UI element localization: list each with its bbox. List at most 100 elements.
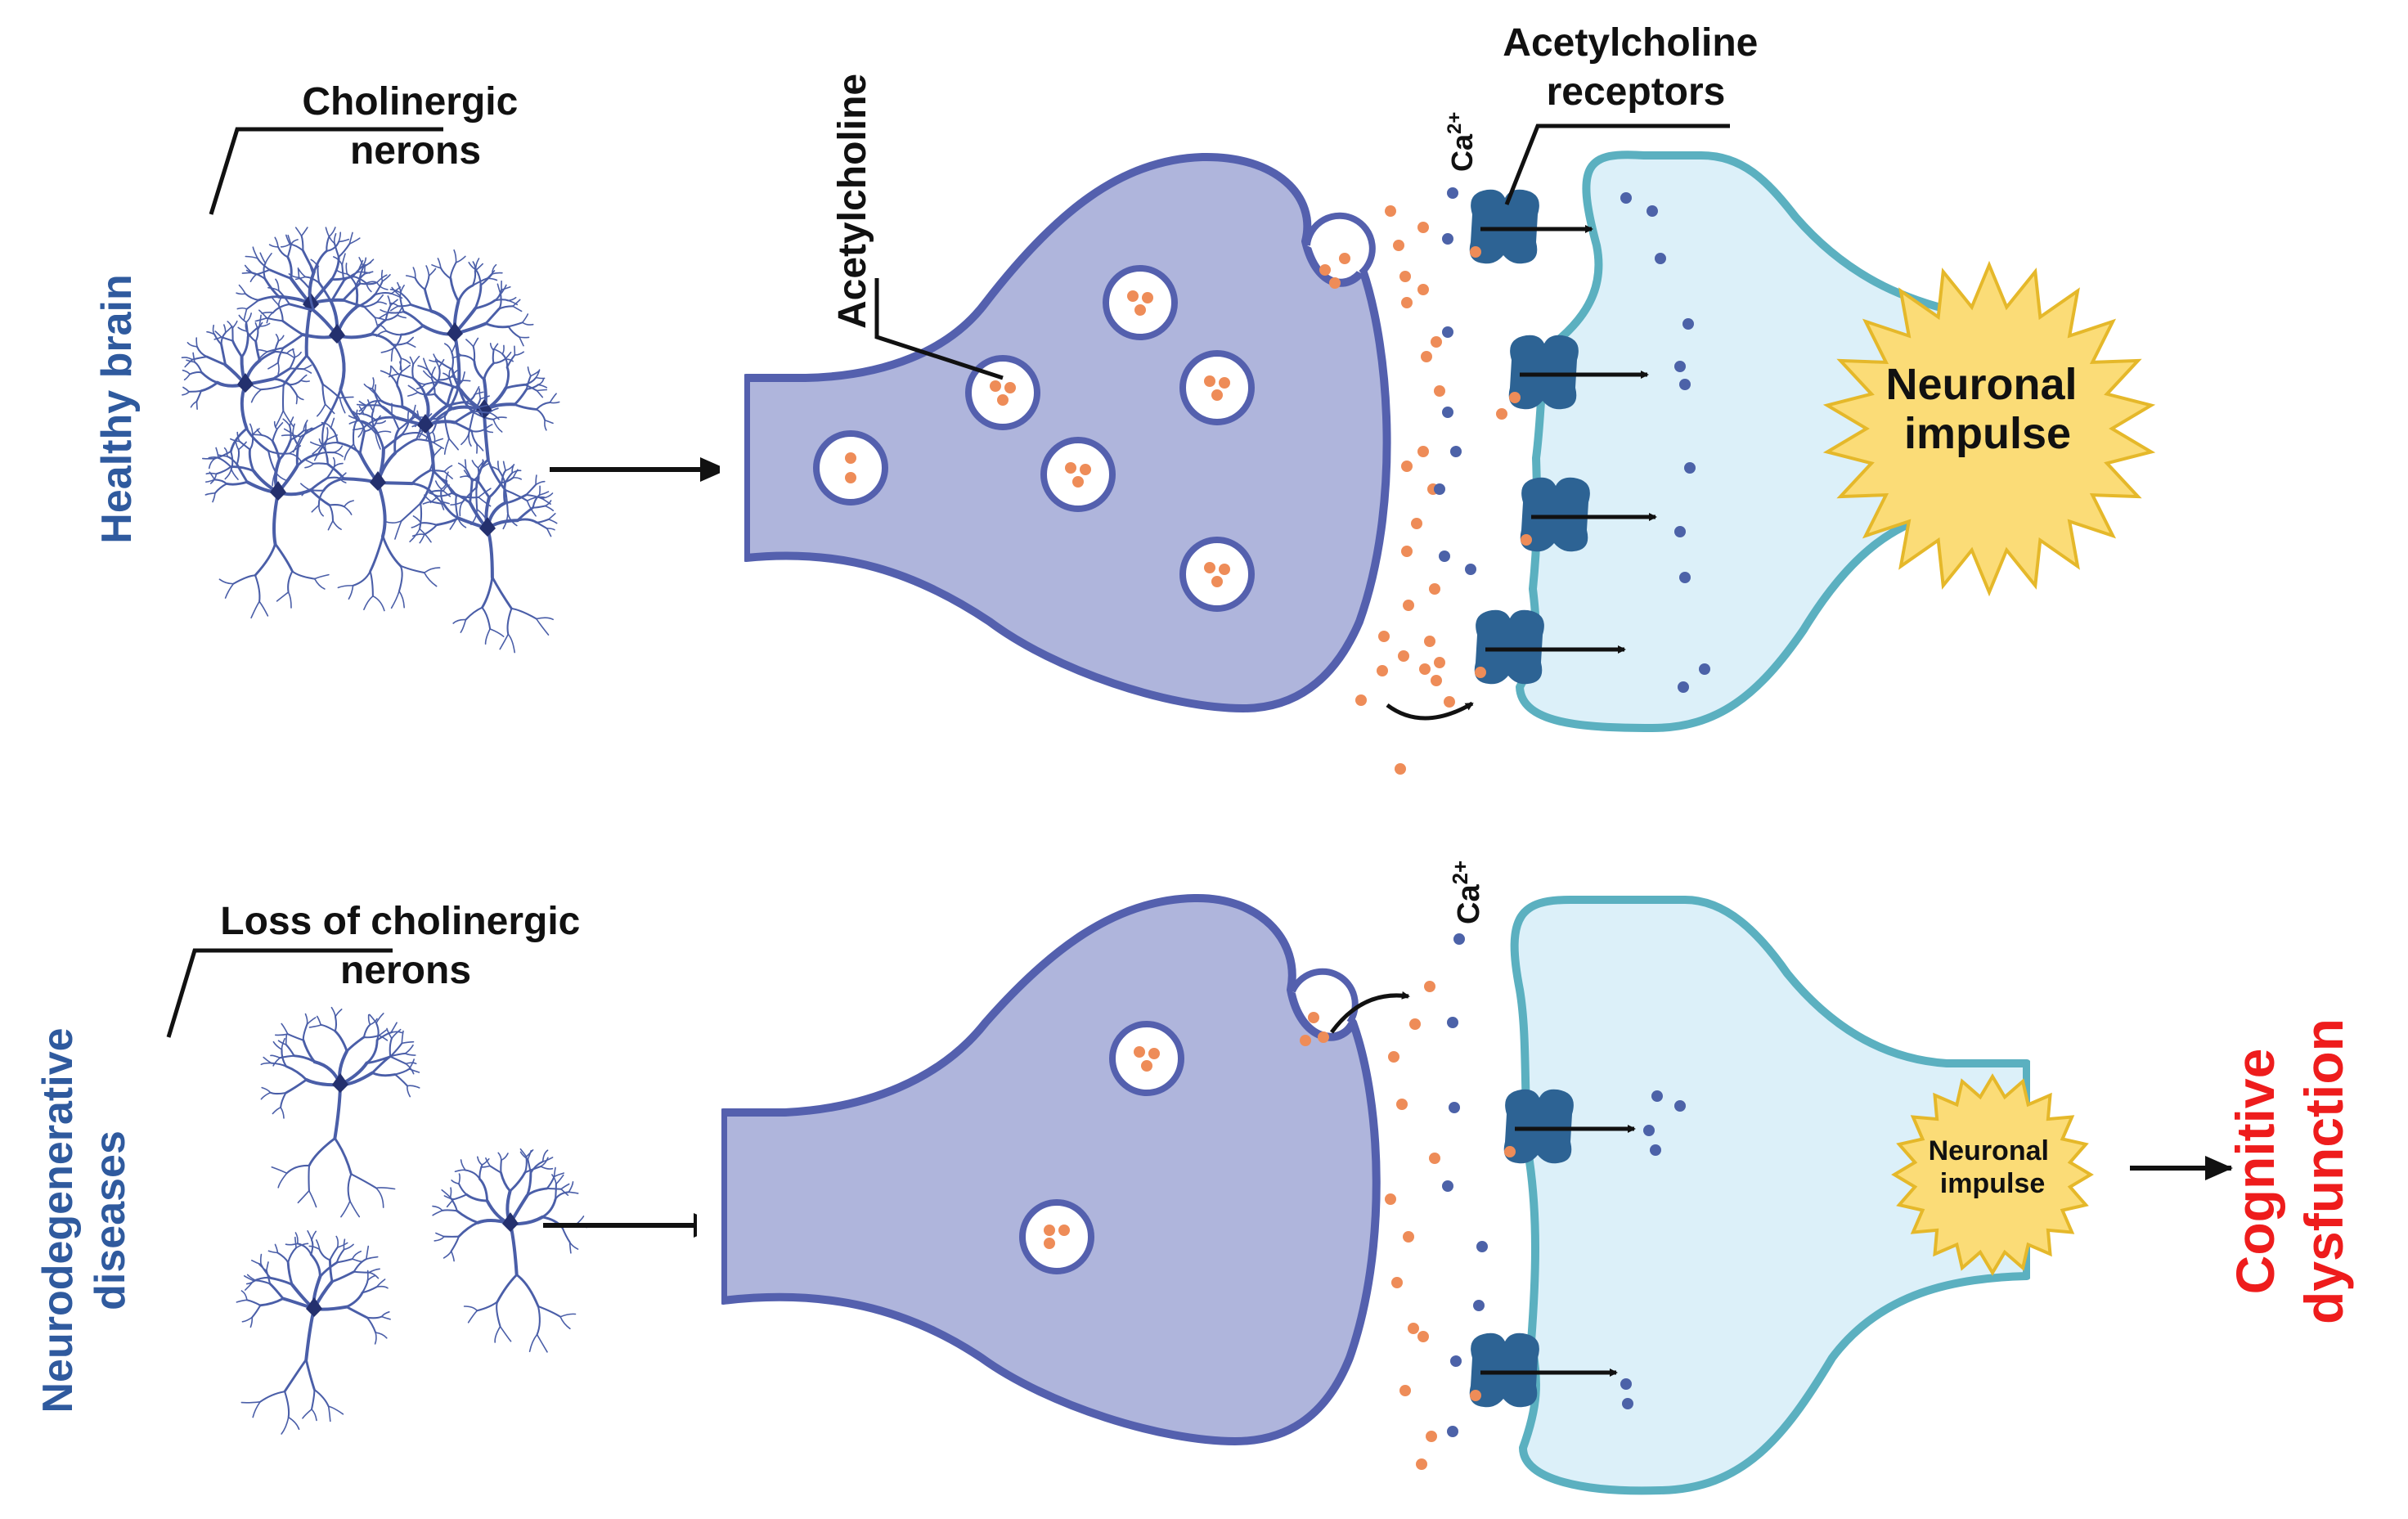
acetylcholine-leader [874,278,1004,380]
calcium-ion [1434,483,1445,495]
bound-acetylcholine [1470,1390,1481,1401]
neurons-label-leader [209,127,443,215]
acetylcholine-molecule [1141,1060,1152,1072]
calcium-ion [1655,253,1666,264]
acetylcholine-molecule [1058,1225,1070,1236]
acetylcholine-molecule [1409,1018,1421,1030]
acetylcholine-molecule [1424,981,1435,992]
acetylcholine-molecule [1388,1051,1399,1063]
exocytosis-pocket [1304,212,1376,276]
neuronal-impulse-label: Neuronal impulse [1885,360,2089,458]
calcium-ion [1442,233,1453,245]
acetylcholine-molecule [1416,1458,1427,1470]
calcium-ion [1473,1300,1485,1311]
calcium-ion [1674,526,1686,537]
acetylcholine-molecule [990,380,1001,392]
acetylcholine-molecule [1401,297,1413,308]
acetylcholine-molecule [1300,1035,1311,1046]
bound-acetylcholine [1521,534,1532,546]
cholinergic-neuron [260,1006,420,1218]
acetylcholine-molecule [1417,1331,1429,1342]
acetylcholine-molecule [1219,564,1230,575]
vesicle [1103,265,1178,340]
acetylcholine-molecule [1004,382,1016,393]
acetylcholine-molecule [1329,277,1341,289]
acetylcholine-molecule [1044,1238,1055,1249]
acetylcholine-receptor [1466,1089,1636,1164]
acetylcholine-molecule [1378,631,1390,642]
acetylcholine-molecule [1072,476,1084,488]
cholinergic-neuron [375,249,534,455]
release-curved-arrow [1386,701,1474,721]
acetylcholine-molecule [1308,1012,1319,1023]
calcium-ion [1447,1017,1458,1028]
acetylcholine-molecule [1411,518,1422,529]
neuron-soma [502,1212,519,1232]
acetylcholine-molecule [1080,464,1091,475]
acetylcholine-molecule [1421,351,1432,362]
calcium-ion [1447,187,1458,199]
calcium-ion [1650,1144,1661,1156]
cholinergic-neuron [236,1230,391,1435]
cholinergic-neuron [411,459,558,654]
bound-acetylcholine [1475,667,1486,678]
vesicle [965,355,1040,430]
acetylcholine-molecule [1434,657,1445,668]
calcium-ion [1684,462,1696,474]
acetylcholine-molecule [1431,675,1442,686]
calcium-ion [1651,1090,1663,1102]
calcium-ion [1620,192,1632,204]
healthy-row: Healthy brain Cholinergic nerons Acetylc… [93,21,2156,775]
acetylcholine-molecule [1396,1099,1408,1110]
acetylcholine-label: Acetylcholine [831,74,874,329]
loss-of-neurons-label: Loss of cholinergic nerons [220,900,591,992]
neuron-soma [370,471,386,491]
calcium-ion-label-2: Ca2+ [1448,861,1486,924]
acetylcholine-molecule [1401,546,1413,557]
calcium-ion [1450,1355,1462,1367]
calcium-ion [1643,1125,1655,1136]
calcium-ion [1622,1398,1633,1409]
acetylcholine-molecule [1401,461,1413,472]
neuron-soma [306,1297,322,1317]
vesicle [1179,537,1255,612]
calcium-ion [1620,1378,1632,1390]
acetylcholine-molecule [1385,1193,1396,1205]
cholinergic-neurons-label: Cholinergic nerons [302,80,528,173]
acetylcholine-molecule [1148,1048,1160,1059]
remaining-cholinergic-neurons [236,1006,587,1435]
acetylcholine-molecule [1204,562,1215,573]
acetylcholine-molecule [1211,576,1223,587]
calcium-ion [1678,681,1689,693]
vesicle [1019,1199,1094,1274]
calcium-ion [1465,564,1476,575]
acetylcholine-receptor [1482,477,1657,552]
cognitive-label: Cognitive [2225,1049,2285,1295]
neuron-soma [476,399,492,419]
neuron-soma [237,373,254,393]
calcium-ion [1682,318,1694,330]
cholinergic-neuron [181,312,312,487]
acetylcholine-molecule [1429,1153,1440,1164]
postsynaptic-terminal [1516,151,1974,732]
calcium-ion [1439,551,1450,562]
acetylcholine-molecule [1424,636,1435,647]
acetylcholine-molecule [1377,665,1388,676]
calcium-ion [1442,407,1453,418]
neuronal-impulse-burst [1822,260,2156,597]
release-curved-arrow-2 [1329,991,1410,1034]
vesicle [1040,437,1116,512]
synaptic-cleft-molecules [1355,187,1710,775]
acetylcholine-molecule [1408,1323,1419,1334]
synaptic-cleft-molecules-2 [1385,933,1686,1470]
acetylcholine-receptor [1431,1332,1618,1408]
cholinergic-neuron [204,416,354,619]
diseases-label: diseases [87,1130,134,1310]
calcium-ion [1453,933,1465,945]
acetylcholine-molecule [1127,290,1139,302]
acetylcholine-molecule [1142,292,1153,303]
acetylcholine-molecule [1417,446,1429,457]
disease-row: Neurodegenerative diseases Loss of choli… [34,861,2354,1495]
